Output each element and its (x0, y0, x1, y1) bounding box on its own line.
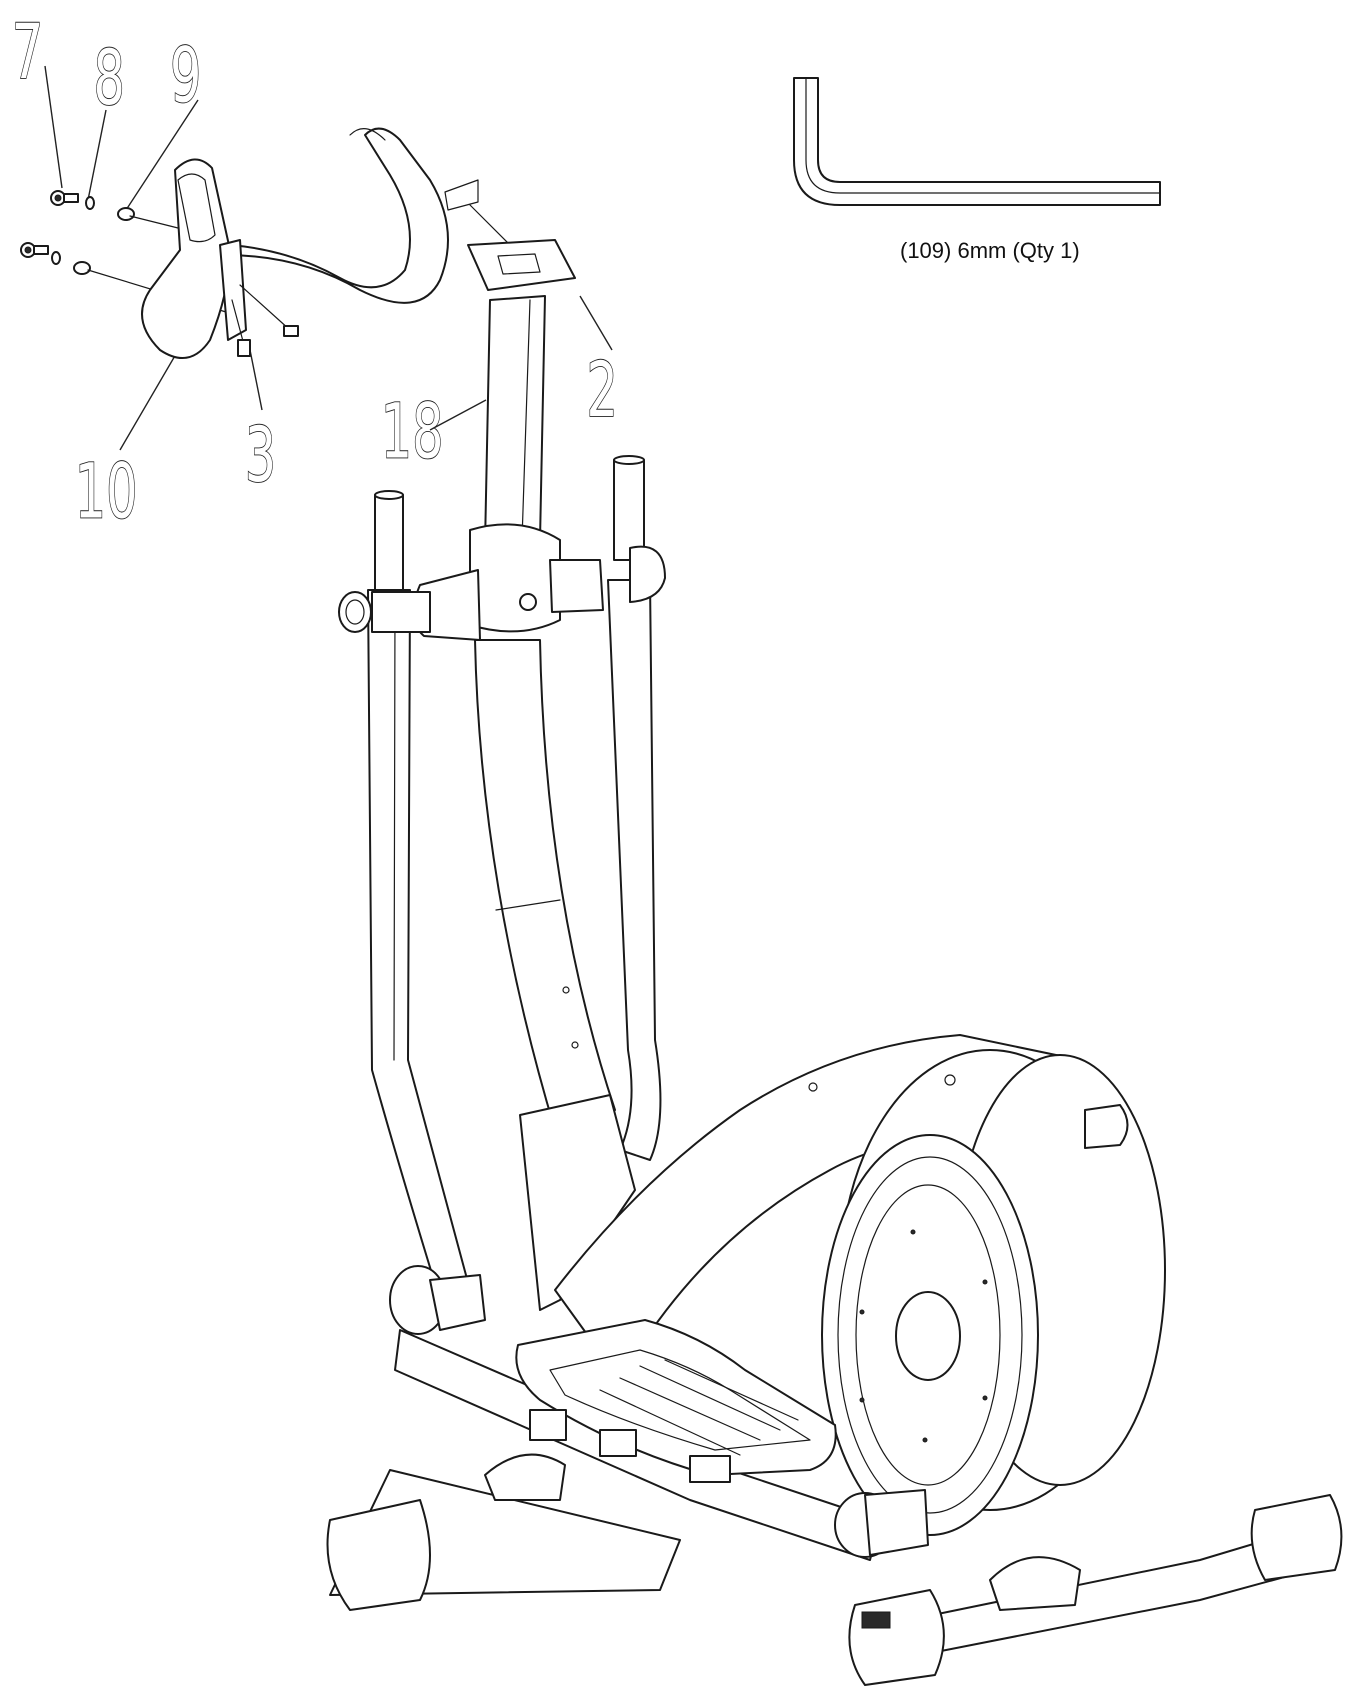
handlebar-assembly (20, 127, 449, 359)
callout-9: 9 (170, 33, 201, 121)
main-frame (519, 1034, 1166, 1536)
central-upright (474, 639, 616, 1131)
callout-3: 3 (245, 412, 276, 500)
leader-lines (44, 65, 613, 451)
right-handle-post (607, 455, 662, 1161)
bolt-icon (20, 190, 79, 258)
washer-icon (51, 196, 135, 275)
callout-7: 7 (12, 9, 43, 97)
callout-2: 2 (587, 347, 618, 435)
callout-10: 10 (75, 449, 138, 537)
allen-key-icon (793, 77, 1161, 206)
front-stabilizer (326, 1453, 681, 1611)
console-mast (444, 179, 576, 546)
pivot-hub (338, 523, 666, 641)
pedal-assembly (389, 1265, 929, 1561)
callout-18: 18 (381, 389, 444, 477)
rear-stabilizer (848, 1494, 1343, 1686)
tool-label: (109) 6mm (Qty 1) (900, 238, 1080, 263)
callout-8: 8 (94, 35, 125, 123)
foot-pedal (515, 1319, 837, 1476)
